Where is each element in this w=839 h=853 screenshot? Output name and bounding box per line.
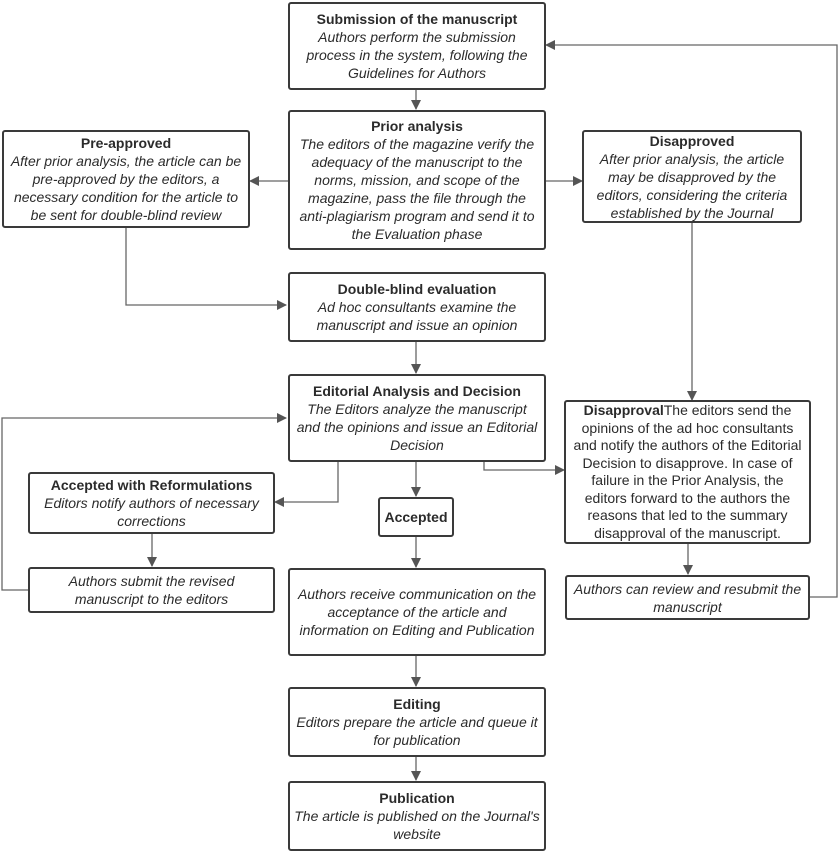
pre-approved-box: Pre-approved After prior analysis, the a… — [2, 130, 250, 228]
editing-title: Editing — [393, 696, 441, 712]
authors-resubmit-revised-box: Authors submit the revised manuscript to… — [28, 567, 275, 613]
editing-box: Editing Editors prepare the article and … — [288, 687, 546, 757]
pre-approved-text: After prior analysis, the article can be… — [10, 153, 242, 223]
disapproved-text: After prior analysis, the article may be… — [596, 150, 788, 221]
prior-analysis-box: Prior analysis The editors of the magazi… — [288, 110, 546, 250]
prior-analysis-text: The editors of the magazine verify the a… — [299, 136, 535, 242]
editorial-analysis-text: The Editors analyze the manuscript and t… — [296, 401, 538, 453]
accepted-title: Accepted — [384, 509, 448, 525]
disapproval-text: The editors send the opinions of the ad … — [573, 402, 802, 541]
arrow-preapproved-to-doubleblind — [125, 228, 287, 310]
authors-receive-box: Authors receive communication on the acc… — [288, 568, 546, 656]
arrow-review-to-submission — [545, 40, 838, 598]
arrow-revised-to-editorial — [1, 413, 287, 591]
accepted-box: Accepted — [378, 497, 454, 537]
accepted-reformulations-box: Accepted with Reformulations Editors not… — [28, 472, 275, 534]
submission-title: Submission of the manuscript — [316, 11, 518, 27]
prior-analysis-title: Prior analysis — [371, 118, 463, 134]
accepted-reformulations-title: Accepted with Reformulations — [50, 477, 253, 493]
double-blind-text: Ad hoc consultants examine the manuscrip… — [316, 299, 518, 333]
disapproved-box: Disapproved After prior analysis, the ar… — [582, 130, 802, 223]
editing-text: Editors prepare the article and queue it… — [296, 714, 538, 748]
publication-box: Publication The article is published on … — [288, 781, 546, 851]
disapproval-title: Disapproval — [583, 402, 664, 418]
authors-review-resubmit-text: Authors can review and resubmit the manu… — [573, 580, 802, 615]
authors-resubmit-revised-text: Authors submit the revised manuscript to… — [68, 573, 235, 607]
pre-approved-title: Pre-approved — [80, 135, 172, 151]
arrow-editorial-to-disapproval — [483, 462, 565, 475]
double-blind-title: Double-blind evaluation — [337, 281, 497, 297]
arrow-editorial-to-reformulations — [274, 462, 339, 507]
authors-receive-text: Authors receive communication on the acc… — [297, 586, 537, 638]
accepted-reformulations-text: Editors notify authors of necessary corr… — [44, 495, 259, 529]
double-blind-box: Double-blind evaluation Ad hoc consultan… — [288, 272, 546, 342]
publication-title: Publication — [379, 790, 455, 806]
editorial-analysis-box: Editorial Analysis and Decision The Edit… — [288, 374, 546, 462]
disapproval-box: DisapprovalThe editors send the opinions… — [564, 400, 811, 544]
disapproved-title: Disapproved — [649, 132, 735, 149]
publication-text: The article is published on the Journal'… — [294, 808, 540, 842]
disapproval-content: DisapprovalThe editors send the opinions… — [570, 402, 805, 542]
submission-text: Authors perform the submission process i… — [306, 29, 528, 81]
authors-review-resubmit-box: Authors can review and resubmit the manu… — [565, 575, 810, 620]
submission-box: Submission of the manuscript Authors per… — [288, 2, 546, 90]
editorial-analysis-title: Editorial Analysis and Decision — [313, 383, 521, 399]
